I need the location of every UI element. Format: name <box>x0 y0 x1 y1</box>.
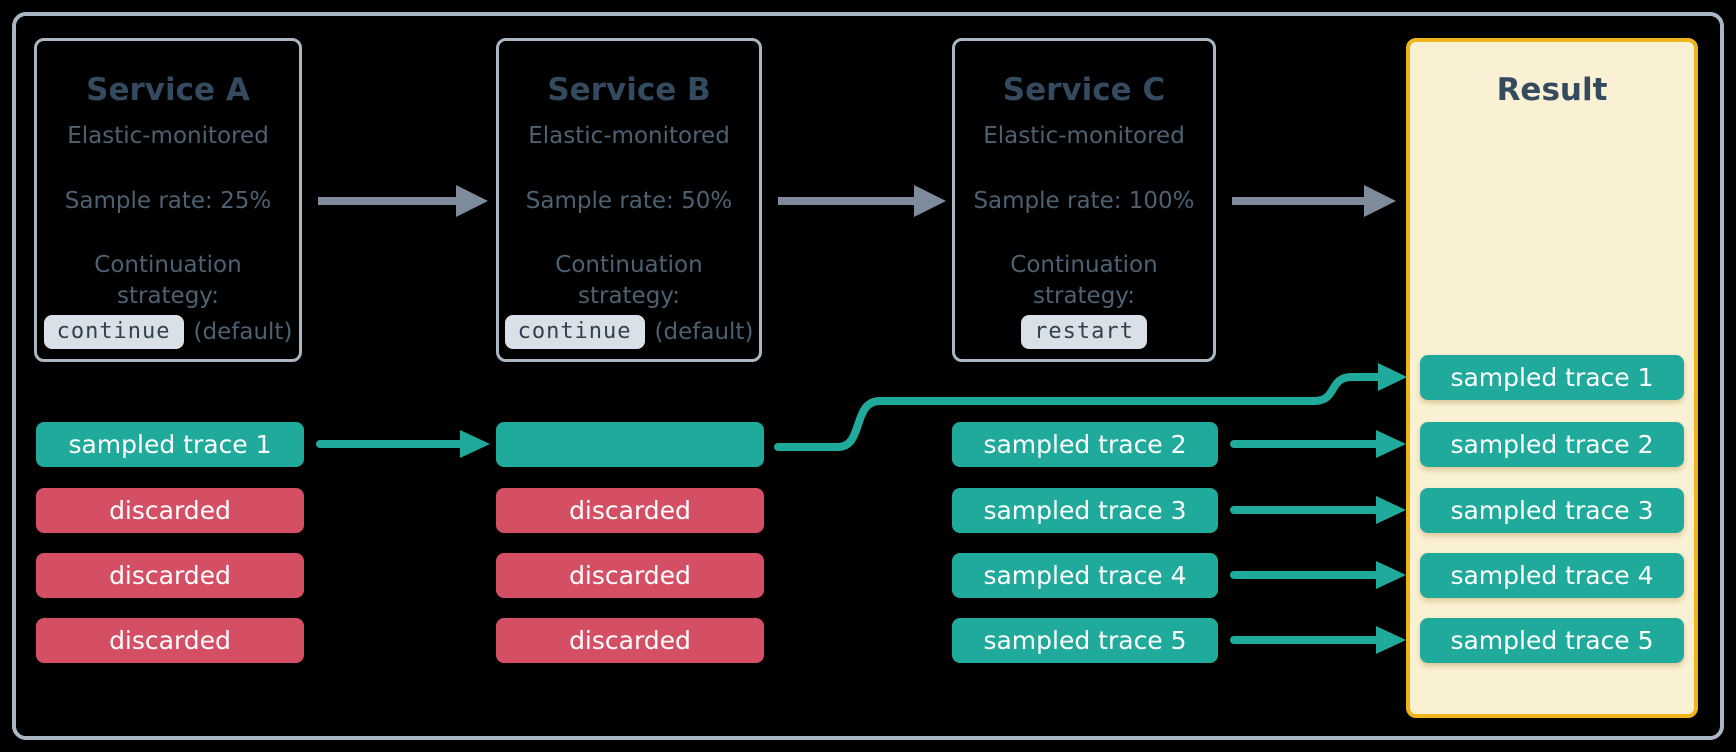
service-b-discarded-pill-3: discarded <box>496 618 764 663</box>
service-c-sample-rate: Sample rate: 100% <box>973 188 1195 214</box>
service-c-sampled-trace-pill-5: sampled trace 5 <box>952 618 1218 663</box>
service-a-strategy-suffix: (default) <box>193 319 293 345</box>
service-a-strategy-row: continue (default) <box>37 314 299 350</box>
service-b-strategy-suffix: (default) <box>654 319 754 345</box>
service-c-box: Service C Elastic-monitored Sample rate:… <box>952 38 1216 362</box>
service-a-sampled-trace-pill: sampled trace 1 <box>36 422 304 467</box>
service-a-discarded-pill-2: discarded <box>36 553 304 598</box>
service-c-sampled-trace-pill-3: sampled trace 3 <box>952 488 1218 533</box>
service-b-discarded-pill-2: discarded <box>496 553 764 598</box>
service-a-box: Service A Elastic-monitored Sample rate:… <box>34 38 302 362</box>
service-c-strategy-chip: restart <box>1021 315 1147 349</box>
service-a-title: Service A <box>86 72 250 108</box>
service-b-sample-rate: Sample rate: 50% <box>525 188 733 214</box>
service-a-strategy-chip: continue <box>43 315 184 349</box>
service-b-box: Service B Elastic-monitored Sample rate:… <box>496 38 762 362</box>
service-b-strategy-chip: continue <box>504 315 645 349</box>
service-c-monitored-label: Elastic-monitored <box>983 123 1185 149</box>
service-c-continuation-label: Continuation strategy: <box>1010 252 1158 309</box>
service-a-discarded-pill-3: discarded <box>36 618 304 663</box>
service-b-monitored-label: Elastic-monitored <box>528 123 730 149</box>
service-b-strategy-row: continue (default) <box>499 314 759 350</box>
service-b-discarded-pill-1: discarded <box>496 488 764 533</box>
result-sampled-trace-pill-1: sampled trace 1 <box>1420 355 1684 400</box>
service-b-title: Service B <box>547 72 711 108</box>
service-a-discarded-pill-1: discarded <box>36 488 304 533</box>
result-sampled-trace-pill-5: sampled trace 5 <box>1420 618 1684 663</box>
service-c-title: Service C <box>1002 72 1166 108</box>
result-sampled-trace-pill-2: sampled trace 2 <box>1420 422 1684 467</box>
result-title: Result <box>1496 72 1608 108</box>
result-sampled-trace-pill-3: sampled trace 3 <box>1420 488 1684 533</box>
diagram-outer-frame <box>12 12 1724 740</box>
service-a-continuation-label: Continuation strategy: <box>94 252 242 309</box>
service-a-monitored-label: Elastic-monitored <box>67 123 269 149</box>
service-c-sampled-trace-pill-4: sampled trace 4 <box>952 553 1218 598</box>
service-c-sampled-trace-pill-2: sampled trace 2 <box>952 422 1218 467</box>
service-b-sampled-trace-pill-blank <box>496 422 764 467</box>
result-sampled-trace-pill-4: sampled trace 4 <box>1420 553 1684 598</box>
service-a-sample-rate: Sample rate: 25% <box>64 188 272 214</box>
service-c-strategy-row: restart <box>955 314 1213 350</box>
service-b-continuation-label: Continuation strategy: <box>555 252 703 309</box>
